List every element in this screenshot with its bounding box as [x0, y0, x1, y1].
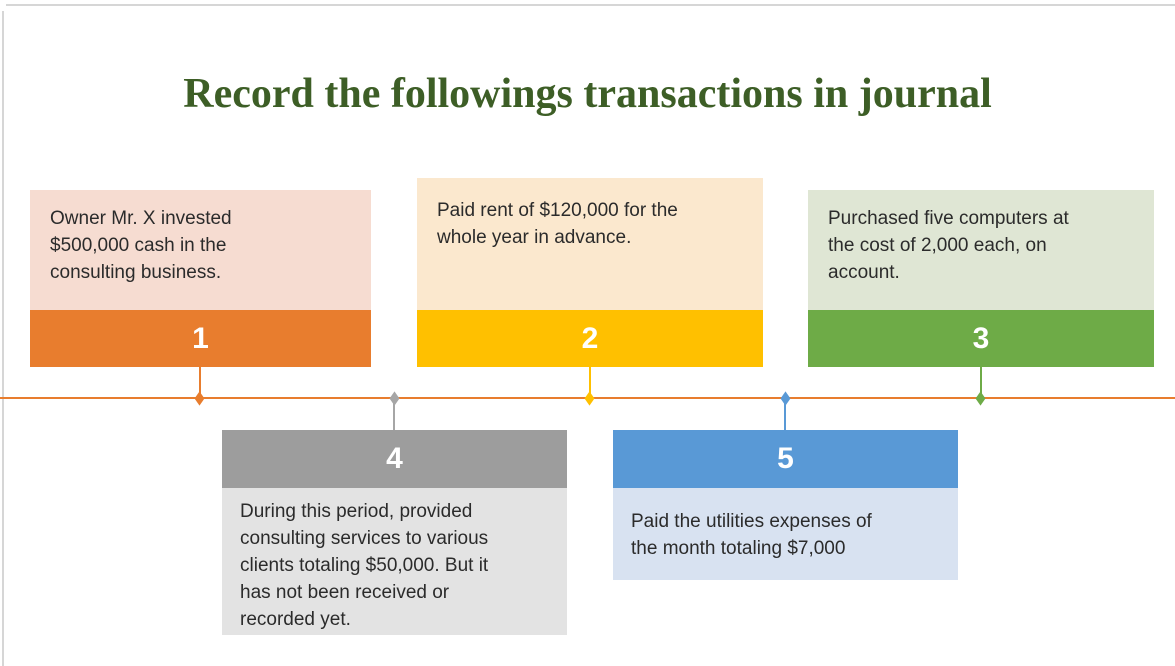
slide-frame-top-edge [6, 4, 1175, 6]
transaction-card-1: Owner Mr. X invested $500,000 cash in th… [30, 190, 371, 367]
transaction-2-number: 2 [581, 321, 599, 355]
transaction-card-5: 5 Paid the utilities expenses of the mon… [613, 430, 958, 580]
transaction-1-number: 1 [192, 321, 209, 355]
transaction-1-text-panel: Owner Mr. X invested $500,000 cash in th… [30, 190, 371, 310]
slide-frame-left-edge [2, 11, 4, 666]
transaction-3-number-bar: 3 [808, 310, 1154, 367]
timeline-diamond-marker-1 [194, 391, 205, 406]
transaction-4-number: 4 [386, 442, 403, 475]
transaction-5-number-bar: 5 [613, 430, 958, 488]
transaction-2-text-panel: Paid rent of $120,000 for the whole year… [417, 178, 763, 310]
transaction-card-3: Purchased five computers at the cost of … [808, 190, 1154, 367]
timeline-connector-1 [199, 367, 201, 398]
timeline-connector-3 [980, 367, 982, 398]
transaction-1-text: Owner Mr. X invested $500,000 cash in th… [50, 208, 232, 283]
transaction-3-text: Purchased five computers at the cost of … [828, 208, 1069, 283]
transaction-2-number-bar: 2 [417, 310, 763, 367]
transaction-4-text-panel: During this period, provided consulting … [222, 488, 567, 635]
transaction-5-text: Paid the utilities expenses of the month… [631, 511, 872, 559]
timeline-connector-4 [393, 399, 395, 431]
timeline-diamond-marker-4 [389, 391, 400, 406]
transaction-4-number-bar: 4 [222, 430, 567, 488]
transaction-2-text: Paid rent of $120,000 for the whole year… [437, 200, 678, 248]
timeline-diamond-marker-3 [975, 391, 986, 406]
transaction-3-number: 3 [972, 321, 990, 355]
transaction-3-text-panel: Purchased five computers at the cost of … [808, 190, 1154, 310]
timeline-connector-5 [784, 399, 786, 431]
transaction-1-number-bar: 1 [30, 310, 371, 367]
timeline-diamond-marker-2 [584, 391, 595, 406]
transaction-card-4: 4 During this period, provided consultin… [222, 430, 567, 635]
timeline-diamond-marker-5 [780, 391, 791, 406]
transaction-4-text: During this period, provided consulting … [240, 501, 489, 630]
transaction-5-number: 5 [777, 442, 794, 475]
slide-title: Record the followings transactions in jo… [183, 71, 992, 117]
transaction-5-text-panel: Paid the utilities expenses of the month… [613, 488, 958, 580]
timeline-connector-2 [589, 367, 591, 398]
transaction-card-2: Paid rent of $120,000 for the whole year… [417, 178, 763, 367]
